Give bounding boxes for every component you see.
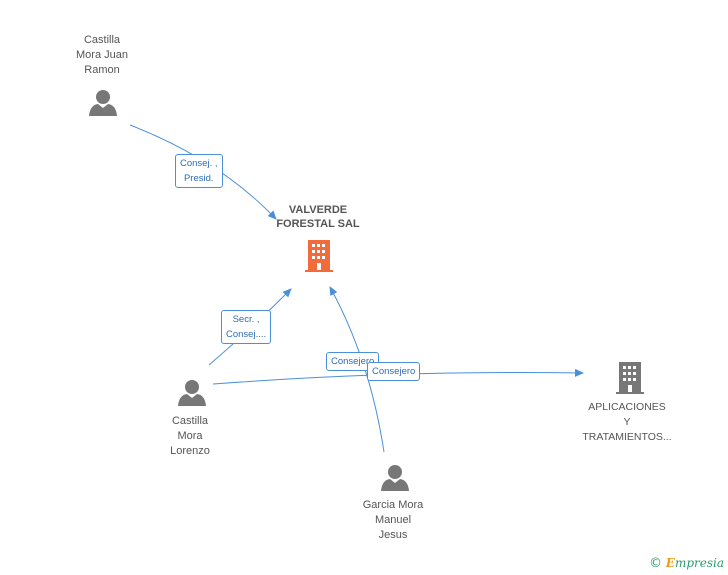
empresia-logo: © Empresia <box>649 556 724 571</box>
person-icon-lorenzo[interactable] <box>178 380 206 406</box>
node-label-manuel[interactable]: Garcia Mora Manuel Jesus <box>343 498 443 543</box>
building-icon-aplicaciones[interactable] <box>616 362 644 394</box>
edge-label-juan-center[interactable]: Consej. , Presid. <box>175 154 223 188</box>
node-label-aplicaciones[interactable]: APLICACIONES Y TRATAMIENTOS... <box>572 400 682 445</box>
node-label-line: Garcia Mora <box>362 499 424 511</box>
edge-label-lorenzo-aplicaciones[interactable]: Consejero <box>367 362 421 381</box>
node-label-line: Mora <box>177 430 203 442</box>
copyright-icon: © <box>648 556 662 571</box>
node-label-line: Mora Juan <box>76 49 128 61</box>
edge-label-line: Consejero <box>331 356 375 367</box>
node-label-line: Y <box>623 416 631 428</box>
edge-label-lorenzo-center[interactable]: Secr. , Consej.... <box>221 310 272 344</box>
person-icon-manuel[interactable] <box>381 465 409 491</box>
edge-label-line: Secr. , <box>232 314 260 325</box>
node-label-line: Castilla <box>171 415 209 427</box>
person-icon-juan[interactable] <box>89 90 117 116</box>
node-label-line: Manuel <box>374 514 412 526</box>
node-label-line: Castilla <box>83 34 121 46</box>
edge-label-line: Consejero <box>372 366 416 377</box>
edge-label-line: Consej. , <box>180 158 218 169</box>
node-label-juan[interactable]: Castilla Mora Juan Ramon <box>52 33 152 78</box>
edge-label-line: Presid. <box>183 173 214 184</box>
node-label-line: TRATAMIENTOS... <box>582 431 672 443</box>
brand-initial: E <box>665 556 675 570</box>
node-label-lorenzo[interactable]: Castilla Mora Lorenzo <box>140 414 240 459</box>
node-label-line: Ramon <box>84 64 120 76</box>
center-title-line: VALVERDE <box>288 204 348 216</box>
node-label-line: Jesus <box>378 529 408 541</box>
edge-label-manuel-center[interactable]: Consejero <box>326 352 380 371</box>
center-company-title[interactable]: VALVERDE FORESTAL SAL <box>258 203 378 231</box>
center-title-line: FORESTAL SAL <box>276 218 360 230</box>
node-label-line: Lorenzo <box>170 445 210 457</box>
edge-label-line: Consej.... <box>226 329 267 340</box>
building-icon-center[interactable] <box>305 240 333 272</box>
node-label-line: APLICACIONES <box>588 401 666 413</box>
brand-name: mpresia <box>674 556 724 570</box>
